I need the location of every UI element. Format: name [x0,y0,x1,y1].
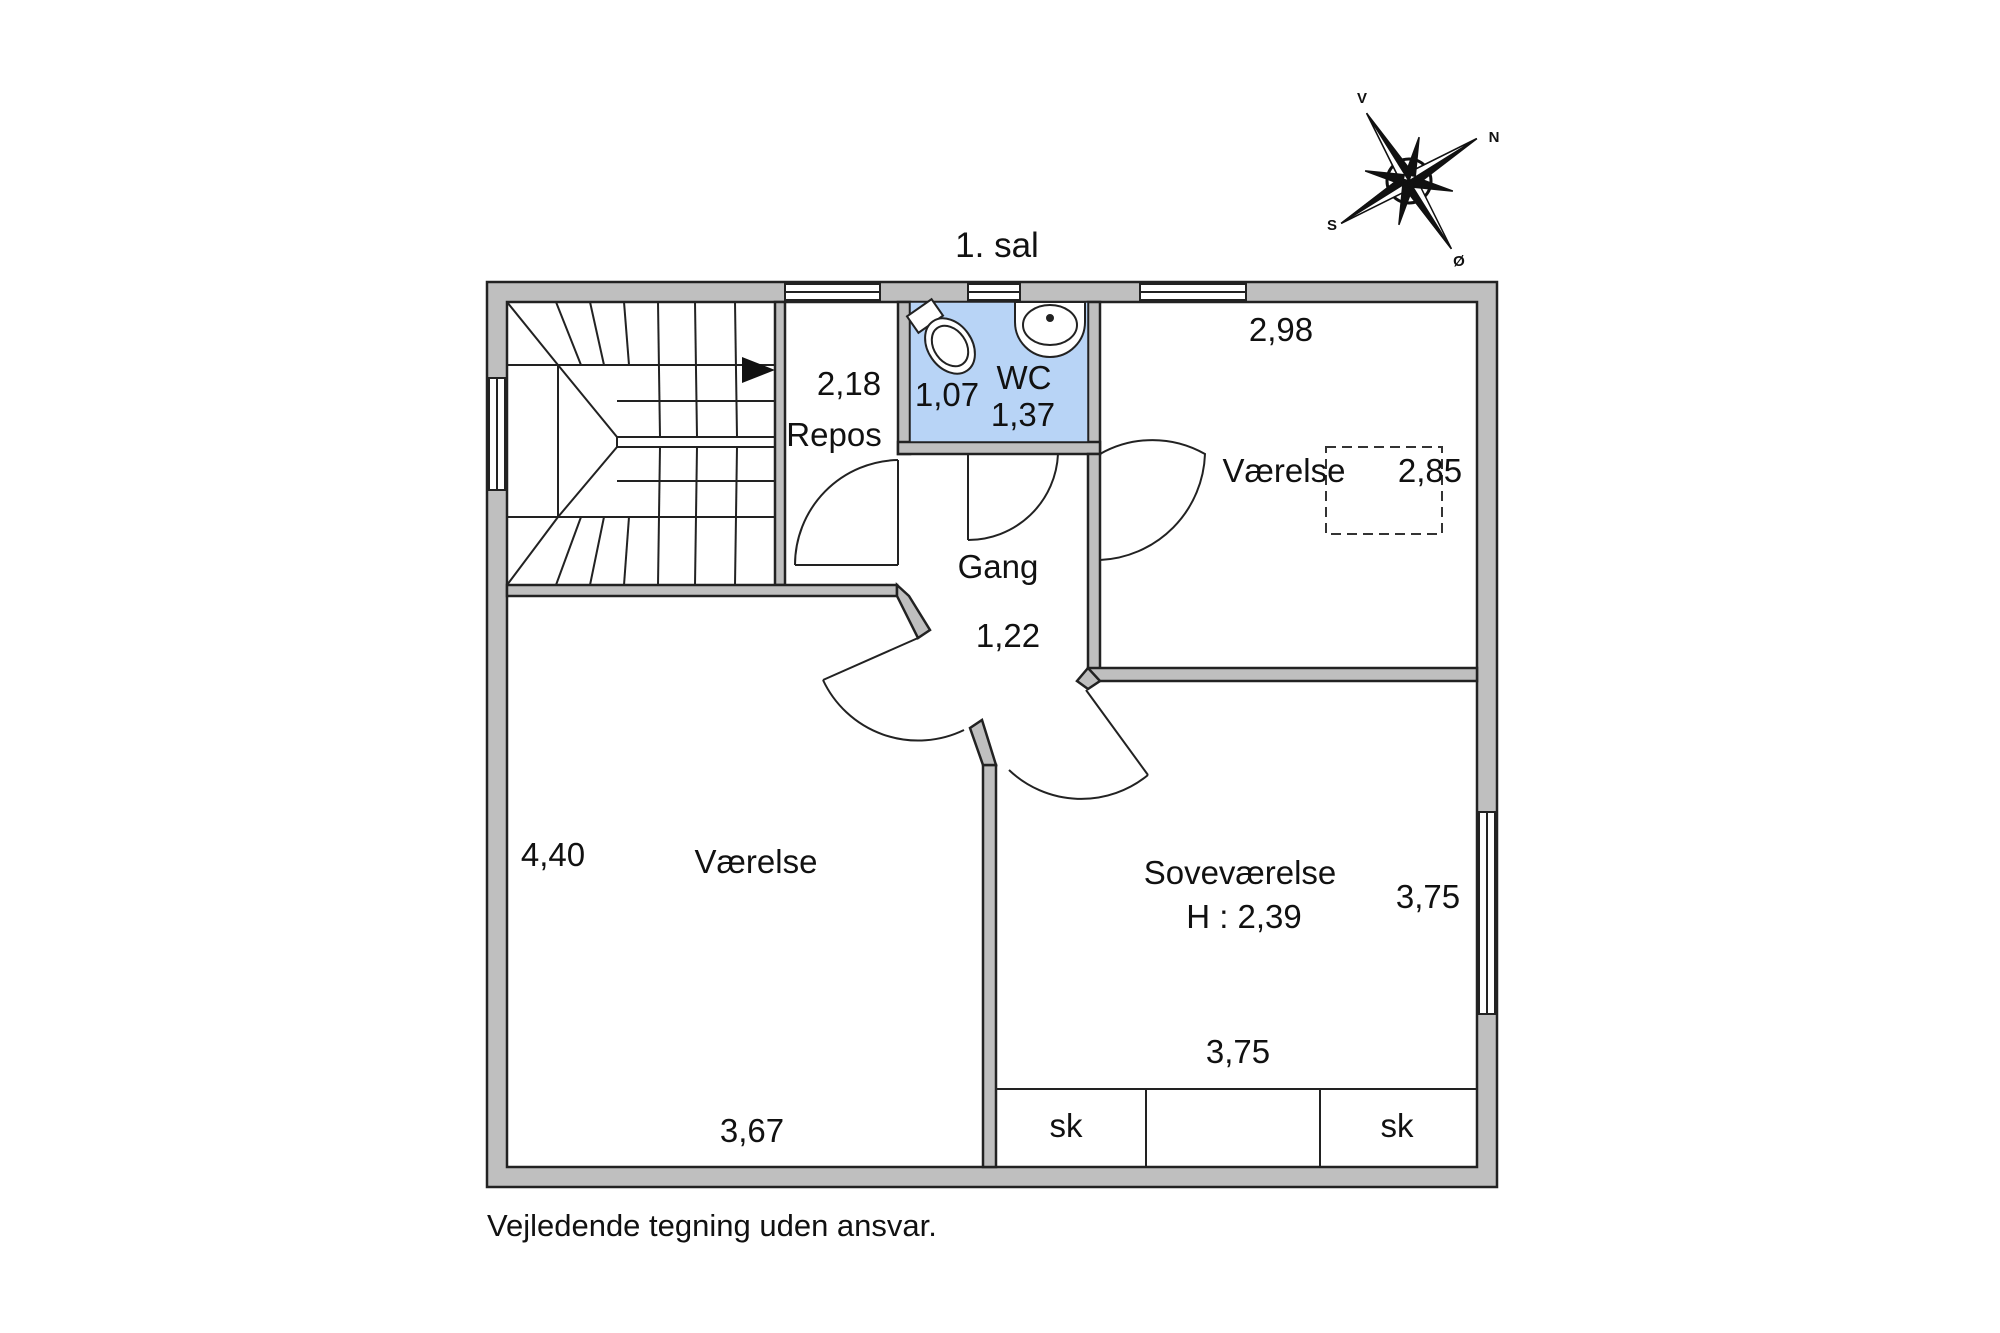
floor-title: 1. sal [955,226,1039,265]
wc-dim-b: 1,37 [991,396,1055,433]
compass-east-label: Ø [1453,253,1465,270]
wc-label: WC [997,359,1052,396]
sink-icon [1014,301,1086,358]
compass-west-label: V [1357,90,1367,107]
ne-room-label: Værelse [1223,452,1346,489]
repos-label: Repos [786,416,881,453]
compass-rose [1340,112,1478,250]
closet-left-label: sk [1050,1107,1084,1144]
toilet-icon [905,297,976,375]
gang-dim: 1,22 [976,617,1040,654]
door-wc [967,453,1059,542]
closet-right-label: sk [1381,1107,1415,1144]
staircase [506,301,775,586]
outer-walls [485,280,1499,1189]
ne-room-dim-a: 2,98 [1249,311,1313,348]
stair-direction-arrow [742,357,775,383]
bedroom-height: H : 2,39 [1186,898,1302,935]
ne-room-dim-b: 2,85 [1398,452,1462,489]
interior-walls [505,300,1479,1169]
wc-fixtures [905,297,1086,375]
repos-dim: 2,18 [817,365,881,402]
door-repos [794,459,899,566]
door-bedroom [1008,689,1149,800]
bedroom-dim-b: 3,75 [1206,1033,1270,1070]
door-ne-room [1099,439,1207,561]
bedroom-dim-a: 3,75 [1396,878,1460,915]
sw-room-label: Værelse [695,843,818,880]
wc-dim-a: 1,07 [915,376,979,413]
disclaimer: Vejledende tegning uden ansvar. [487,1208,937,1243]
windows [488,283,1496,1015]
sw-room-dim-b: 3,67 [720,1112,784,1149]
door-sw-room [822,637,965,742]
roof-window [1325,446,1443,535]
compass-north-label: N [1489,129,1500,146]
doors [794,439,1207,800]
sw-room-dim-a: 4,40 [521,836,585,873]
gang-label: Gang [958,548,1039,585]
compass-south-label: S [1327,217,1337,234]
closets [996,1088,1477,1167]
bedroom-label: Soveværelse [1144,854,1337,891]
